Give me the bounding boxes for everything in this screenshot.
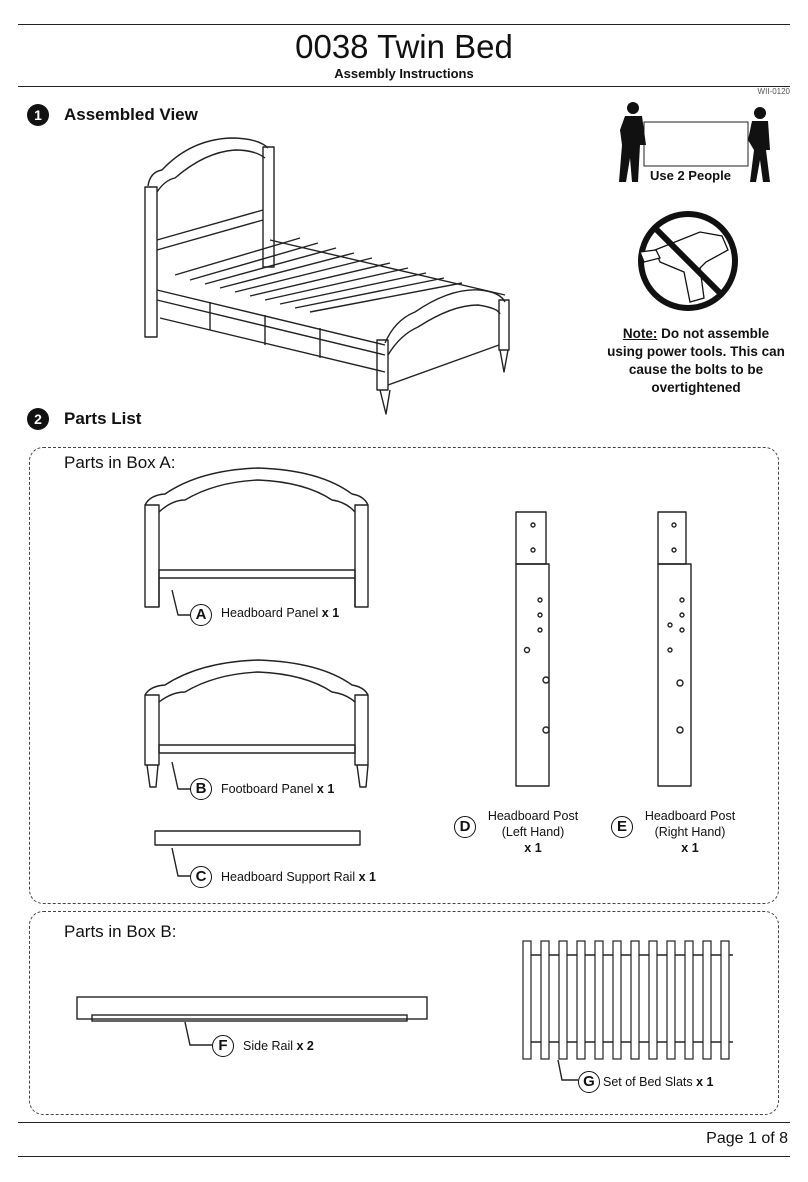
page-title: 0038 Twin Bed — [295, 28, 513, 65]
part-b-name: Footboard Panel — [221, 782, 317, 796]
part-f-callout: F — [212, 1035, 234, 1057]
part-a-name: Headboard Panel — [221, 606, 322, 620]
part-c-name: Headboard Support Rail — [221, 870, 359, 884]
part-e-label: Headboard Post (Right Hand) x 1 — [635, 808, 745, 856]
step-1-number: 1 — [27, 104, 49, 126]
part-c-qty: x 1 — [358, 870, 376, 884]
part-a-callout: A — [190, 604, 212, 626]
page-number: Page 1 of 8 — [706, 1130, 788, 1147]
part-e-name-line2: (Right Hand) — [654, 825, 726, 839]
part-g-label: Set of Bed Slats x 1 — [603, 1075, 714, 1089]
part-e-qty: x 1 — [681, 841, 699, 855]
two-people-label: Use 2 People — [650, 168, 731, 183]
power-tools-note: Note: Do not assemble using power tools.… — [606, 325, 786, 397]
step-2-title: Parts List — [64, 409, 142, 428]
box-b-title: Parts in Box B: — [64, 922, 177, 941]
part-d-callout: D — [454, 816, 476, 838]
box-a-title: Parts in Box A: — [64, 453, 176, 472]
footer-rule-top — [18, 1122, 790, 1123]
note-text: Do not assemble using power tools. This … — [607, 326, 785, 395]
header-rule — [18, 86, 790, 87]
part-g-callout: G — [578, 1071, 600, 1093]
step-1-title: Assembled View — [64, 105, 198, 124]
page-subtitle: Assembly Instructions — [334, 66, 474, 81]
part-e-name-line1: Headboard Post — [644, 809, 736, 823]
part-a-qty: x 1 — [321, 606, 340, 620]
part-b-callout: B — [190, 778, 212, 800]
part-g-qty: x 1 — [696, 1075, 714, 1089]
part-a-label: Headboard Panel x 1 — [221, 606, 339, 620]
part-d-qty: x 1 — [524, 841, 542, 855]
part-f-label: Side Rail x 2 — [243, 1039, 314, 1053]
document-id: WII-0120 — [757, 87, 790, 96]
part-f-name: Side Rail — [243, 1039, 297, 1053]
part-c-label: Headboard Support Rail x 1 — [221, 870, 376, 884]
part-b-label: Footboard Panel x 1 — [221, 782, 334, 796]
box-a-frame — [29, 447, 779, 904]
box-b-frame — [29, 911, 779, 1115]
part-e-callout: E — [611, 816, 633, 838]
part-c-callout: C — [190, 866, 212, 888]
part-f-qty: x 2 — [296, 1039, 314, 1053]
note-prefix: Note: — [622, 326, 658, 341]
footer-rule-bottom — [18, 1156, 790, 1157]
part-d-name-line2: (Left Hand) — [501, 825, 565, 839]
top-rule — [18, 24, 790, 25]
part-d-label: Headboard Post (Left Hand) x 1 — [478, 808, 588, 856]
part-d-name-line1: Headboard Post — [487, 809, 579, 823]
part-b-qty: x 1 — [316, 782, 335, 796]
step-2-number: 2 — [27, 408, 49, 430]
part-g-name: Set of Bed Slats — [603, 1075, 697, 1089]
